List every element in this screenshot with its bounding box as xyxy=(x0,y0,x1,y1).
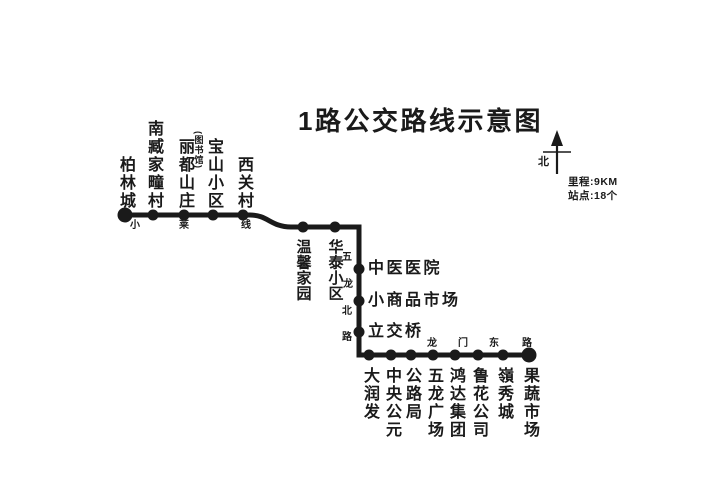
station-dot xyxy=(449,349,461,361)
station-label: 温馨家园 xyxy=(294,239,312,301)
station-label: 五龙广场 xyxy=(425,367,442,439)
station-label: 宝山小区 xyxy=(205,138,222,210)
road-label-char: 东 xyxy=(489,338,499,349)
station-label: 柏林城 xyxy=(117,156,134,210)
north-arrow-icon xyxy=(543,130,571,174)
station-label: 鸿达集团 xyxy=(447,367,464,439)
station-dot xyxy=(329,221,341,233)
station-label: 华泰小区 xyxy=(326,239,344,301)
road-label-char: 线 xyxy=(241,220,251,231)
station-label: 公路局 xyxy=(403,367,420,421)
road-label-char: 小 xyxy=(130,220,140,231)
station-label: 立交桥 xyxy=(368,323,424,340)
road-label-char: 路 xyxy=(342,332,352,343)
station-label: 西关村 xyxy=(235,156,252,210)
station-dot xyxy=(427,349,439,361)
station-label: 南臧家疃村 xyxy=(145,120,162,210)
station-dot xyxy=(297,221,309,233)
station-label: 小商品市场 xyxy=(368,292,461,309)
station-label: 丽都山庄 xyxy=(176,138,193,210)
north-label: 北 xyxy=(538,156,549,168)
road-label-char: 北 xyxy=(342,306,352,317)
route-info: 里程:9KM 站点:18个 xyxy=(568,175,618,203)
station-dot xyxy=(353,263,365,275)
station-label: 鲁花公司 xyxy=(470,367,487,439)
road-label-char: 龙 xyxy=(343,279,353,290)
station-dot xyxy=(385,349,397,361)
station-label: 嶺秀城 xyxy=(495,367,512,421)
station-annotation: (图书馆) xyxy=(193,131,204,169)
station-dot xyxy=(117,207,133,223)
station-label: 中医医院 xyxy=(368,260,443,277)
station-dot xyxy=(405,349,417,361)
station-dot xyxy=(237,209,249,221)
road-label-char: 门 xyxy=(458,338,468,349)
station-label: 中央公元 xyxy=(383,367,400,439)
road-label-char: 莱 xyxy=(179,220,189,231)
road-label-char: 五 xyxy=(342,252,352,263)
page-title: 1路公交路线示意图 xyxy=(298,106,543,136)
road-label-char: 路 xyxy=(522,338,532,349)
station-dot xyxy=(147,209,159,221)
station-label: 果蔬市场 xyxy=(521,367,538,439)
station-dot xyxy=(363,349,375,361)
station-dot xyxy=(472,349,484,361)
mileage-text: 里程:9KM xyxy=(568,176,618,188)
station-dot xyxy=(497,349,509,361)
station-dot xyxy=(353,326,365,338)
station-dot xyxy=(521,347,537,363)
stops-count-text: 站点:18个 xyxy=(568,190,618,202)
station-dot xyxy=(207,209,219,221)
road-label-char: 龙 xyxy=(427,338,437,349)
station-label: 大润发 xyxy=(361,367,378,421)
station-dot xyxy=(178,209,190,221)
station-dot xyxy=(353,295,365,307)
